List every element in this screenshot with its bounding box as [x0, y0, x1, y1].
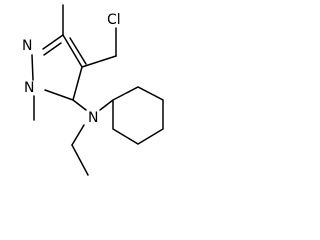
chlorine-atom-label: Cl [107, 12, 121, 28]
bond-c4-ch2 [81, 55, 117, 68]
bond-c5-n1 [44, 89, 74, 101]
chemical-structure: Cl N N N [22, 4, 164, 176]
bond-c5-amine-n [72, 99, 87, 111]
pyrazole-n2-atom-label: N [22, 38, 32, 54]
pyrazole-n1-atom-label: N [24, 80, 34, 96]
amine-n-atom-label: N [88, 110, 98, 126]
cyclohexane-ring [112, 86, 164, 145]
bond-n2-c3 [42, 34, 64, 50]
bond-amine-n-ethyl [71, 124, 85, 146]
bond-amine-n-cyclohexyl [99, 99, 114, 111]
bond-n2-c3-double [43, 42, 62, 56]
bond-c4-c5 [72, 66, 83, 101]
bond-c3-c4-double [69, 37, 87, 65]
bond-c3-c4 [62, 34, 83, 68]
bond-n1-n2 [31, 54, 34, 81]
bond-ethyl-ch3 [71, 144, 89, 176]
pyrazole-ring [31, 34, 87, 101]
